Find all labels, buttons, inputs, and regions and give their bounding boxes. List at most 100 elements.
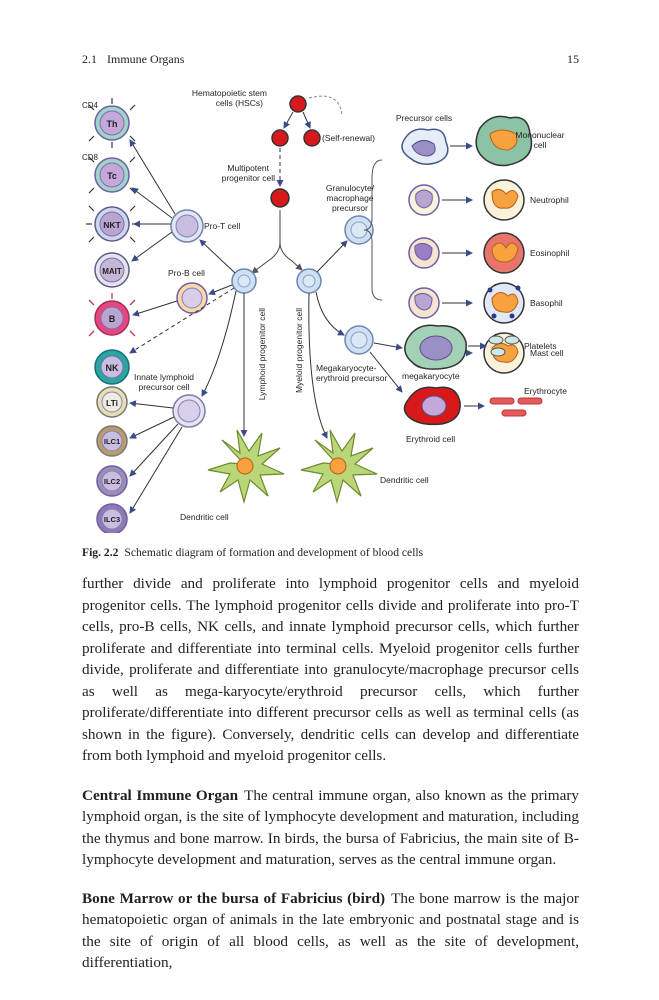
granulocyte-label-3: precursor bbox=[332, 203, 368, 213]
th-cell bbox=[88, 98, 136, 148]
to-lymphoid-arrow bbox=[251, 210, 281, 274]
pro-b-to-b-arrow bbox=[132, 300, 178, 317]
self-renewal-label: (Self-renewal) bbox=[322, 133, 375, 143]
section-title: Immune Organs bbox=[107, 52, 185, 66]
to-megakaryocyte-arrow bbox=[373, 342, 403, 351]
b-label: B bbox=[109, 314, 116, 324]
paragraph-3: Bone Marrow or the bursa of Fabricius (b… bbox=[82, 888, 579, 974]
megakaryocyte-cell bbox=[404, 324, 467, 370]
pro-b-nucleus bbox=[181, 287, 203, 309]
myeloid-to-dendritic-arrow bbox=[308, 292, 328, 439]
neutrophil-label: Neutrophil bbox=[530, 195, 569, 205]
platelets-label: Platelets bbox=[524, 341, 557, 351]
basophil-label: Basophil bbox=[530, 298, 563, 308]
granulocyte-label: Granulocyte/ bbox=[326, 183, 375, 193]
pro-t-nucleus bbox=[175, 214, 199, 238]
innate-to-ilc-arrows bbox=[129, 400, 183, 514]
eosinophil-label: Eosinophil bbox=[530, 248, 569, 258]
precursor-bracket bbox=[363, 159, 383, 301]
cd8-label: CD8 bbox=[82, 153, 99, 162]
lti-cell bbox=[96, 386, 128, 418]
multipotent-label-2: progenitor cell bbox=[222, 173, 276, 183]
paragraph-3-text: The bone marrow is the major hematopoiet… bbox=[82, 889, 579, 972]
running-head: 2.1 Immune Organs 15 bbox=[82, 52, 579, 67]
granulocyte-label-2: macrophage bbox=[326, 193, 374, 203]
lymphoid-progenitor-nucleus bbox=[237, 274, 251, 288]
mega-ery-label: Megakaryocyte- bbox=[316, 363, 377, 373]
myeloid-to-mega-ery-arrow bbox=[315, 291, 345, 336]
mast-cell-label: Mast cell bbox=[530, 348, 564, 358]
body-text: further divide and proliferate into lymp… bbox=[82, 573, 579, 991]
ilc1-label: ILC1 bbox=[104, 437, 120, 446]
precursor-cells-label: Precursor cells bbox=[396, 113, 452, 123]
mononuclear-label: Mononuclear bbox=[515, 130, 564, 140]
innate-lymphoid-label-2: precursor cell bbox=[138, 382, 189, 392]
dendritic-cell-left bbox=[207, 429, 285, 505]
erythroid-cell bbox=[403, 386, 461, 426]
basophil-precursor bbox=[408, 287, 440, 319]
hsc-cells bbox=[270, 95, 321, 208]
pro-t-label: Pro-T cell bbox=[204, 221, 240, 231]
nk-label: NK bbox=[106, 363, 119, 373]
myeloid-progenitor-nucleus bbox=[302, 274, 316, 288]
to-myeloid-arrow bbox=[279, 242, 303, 271]
section-heading: 2.1 Immune Organs bbox=[82, 52, 184, 67]
megakaryocyte-label: megakaryocyte bbox=[402, 371, 460, 381]
mait-cell bbox=[94, 252, 130, 288]
dendritic-cell-right bbox=[300, 429, 378, 505]
figure-caption: Fig. 2.2 Schematic diagram of formation a… bbox=[82, 546, 579, 559]
dendritic-left-label: Dendritic cell bbox=[180, 512, 229, 522]
b-cell bbox=[88, 293, 136, 337]
mega-ery-label-2: erythroid precursor bbox=[316, 373, 388, 383]
lymphoid-to-pro-b-arrow bbox=[208, 284, 233, 296]
lymphoid-to-innate-arrow bbox=[201, 290, 237, 397]
innate-lymphoid-label: Innate lymphoid bbox=[134, 372, 194, 382]
ilc3-cell bbox=[96, 503, 128, 533]
erythrocytes bbox=[489, 397, 543, 417]
pro-b-label: Pro-B cell bbox=[168, 268, 205, 278]
ilc3-label: ILC3 bbox=[104, 515, 120, 524]
erythrocyte-label: Erythrocyte bbox=[524, 386, 567, 396]
lti-label: LTi bbox=[106, 398, 118, 408]
caption-label: Fig. 2.2 bbox=[82, 546, 119, 559]
paragraph-2-text: The central immune organ, also known as … bbox=[82, 786, 579, 869]
caption-text: Schematic diagram of formation and devel… bbox=[124, 546, 424, 559]
lymphoid-to-pro-t-arrow bbox=[199, 239, 236, 274]
section-number: 2.1 bbox=[82, 52, 97, 66]
multipotent-label: Multipotent bbox=[227, 163, 269, 173]
basophil-cell bbox=[483, 282, 525, 324]
to-erythroid-arrow bbox=[369, 351, 403, 393]
paragraph-1: further divide and proliferate into lymp… bbox=[82, 575, 579, 764]
precursor-to-terminal-arrows bbox=[442, 142, 473, 357]
ilc2-label: ILC2 bbox=[104, 477, 120, 486]
innate-lymphoid-nucleus bbox=[177, 399, 201, 423]
monocyte-precursor bbox=[401, 128, 449, 165]
tc-label: Tc bbox=[107, 171, 117, 181]
megakaryocyte-erythroid-nucleus bbox=[350, 331, 368, 349]
erythroid-cell-label: Erythroid cell bbox=[406, 434, 455, 444]
myeloid-progenitor-label: Myeloid progenitor cell bbox=[294, 308, 304, 393]
mononuclear-label-2: cell bbox=[534, 140, 547, 150]
th-label: Th bbox=[107, 119, 118, 129]
ilc1-cell bbox=[96, 425, 128, 457]
platelets bbox=[488, 335, 520, 357]
lymphoid-progenitor-label: Lymphoid progenitor cell bbox=[257, 308, 267, 400]
pro-t-to-terminal-arrows bbox=[129, 139, 176, 262]
eosinophil-cell bbox=[483, 232, 525, 274]
diagram-svg: Hematopoietic stem cells (HSCs) (Self-re… bbox=[82, 88, 569, 533]
paragraph-2-heading: Central Immune Organ bbox=[82, 786, 239, 804]
nkt-cell bbox=[86, 205, 138, 243]
myeloid-to-granulocyte-arrow bbox=[316, 240, 348, 273]
blood-cell-diagram: Hematopoietic stem cells (HSCs) (Self-re… bbox=[72, 78, 592, 533]
hsc-arrow-right bbox=[302, 111, 311, 129]
mait-label: MAIT bbox=[102, 267, 122, 276]
neutrophil-cell bbox=[483, 179, 525, 221]
neutrophil-precursor bbox=[408, 184, 440, 216]
hsc-arrow-left bbox=[283, 111, 294, 129]
self-renewal-arrow bbox=[308, 95, 343, 117]
ilc2-cell bbox=[96, 465, 128, 497]
hsc-label-2: cells (HSCs) bbox=[216, 98, 263, 108]
mononuclear-cell bbox=[475, 115, 533, 167]
nkt-label: NKT bbox=[103, 220, 121, 230]
